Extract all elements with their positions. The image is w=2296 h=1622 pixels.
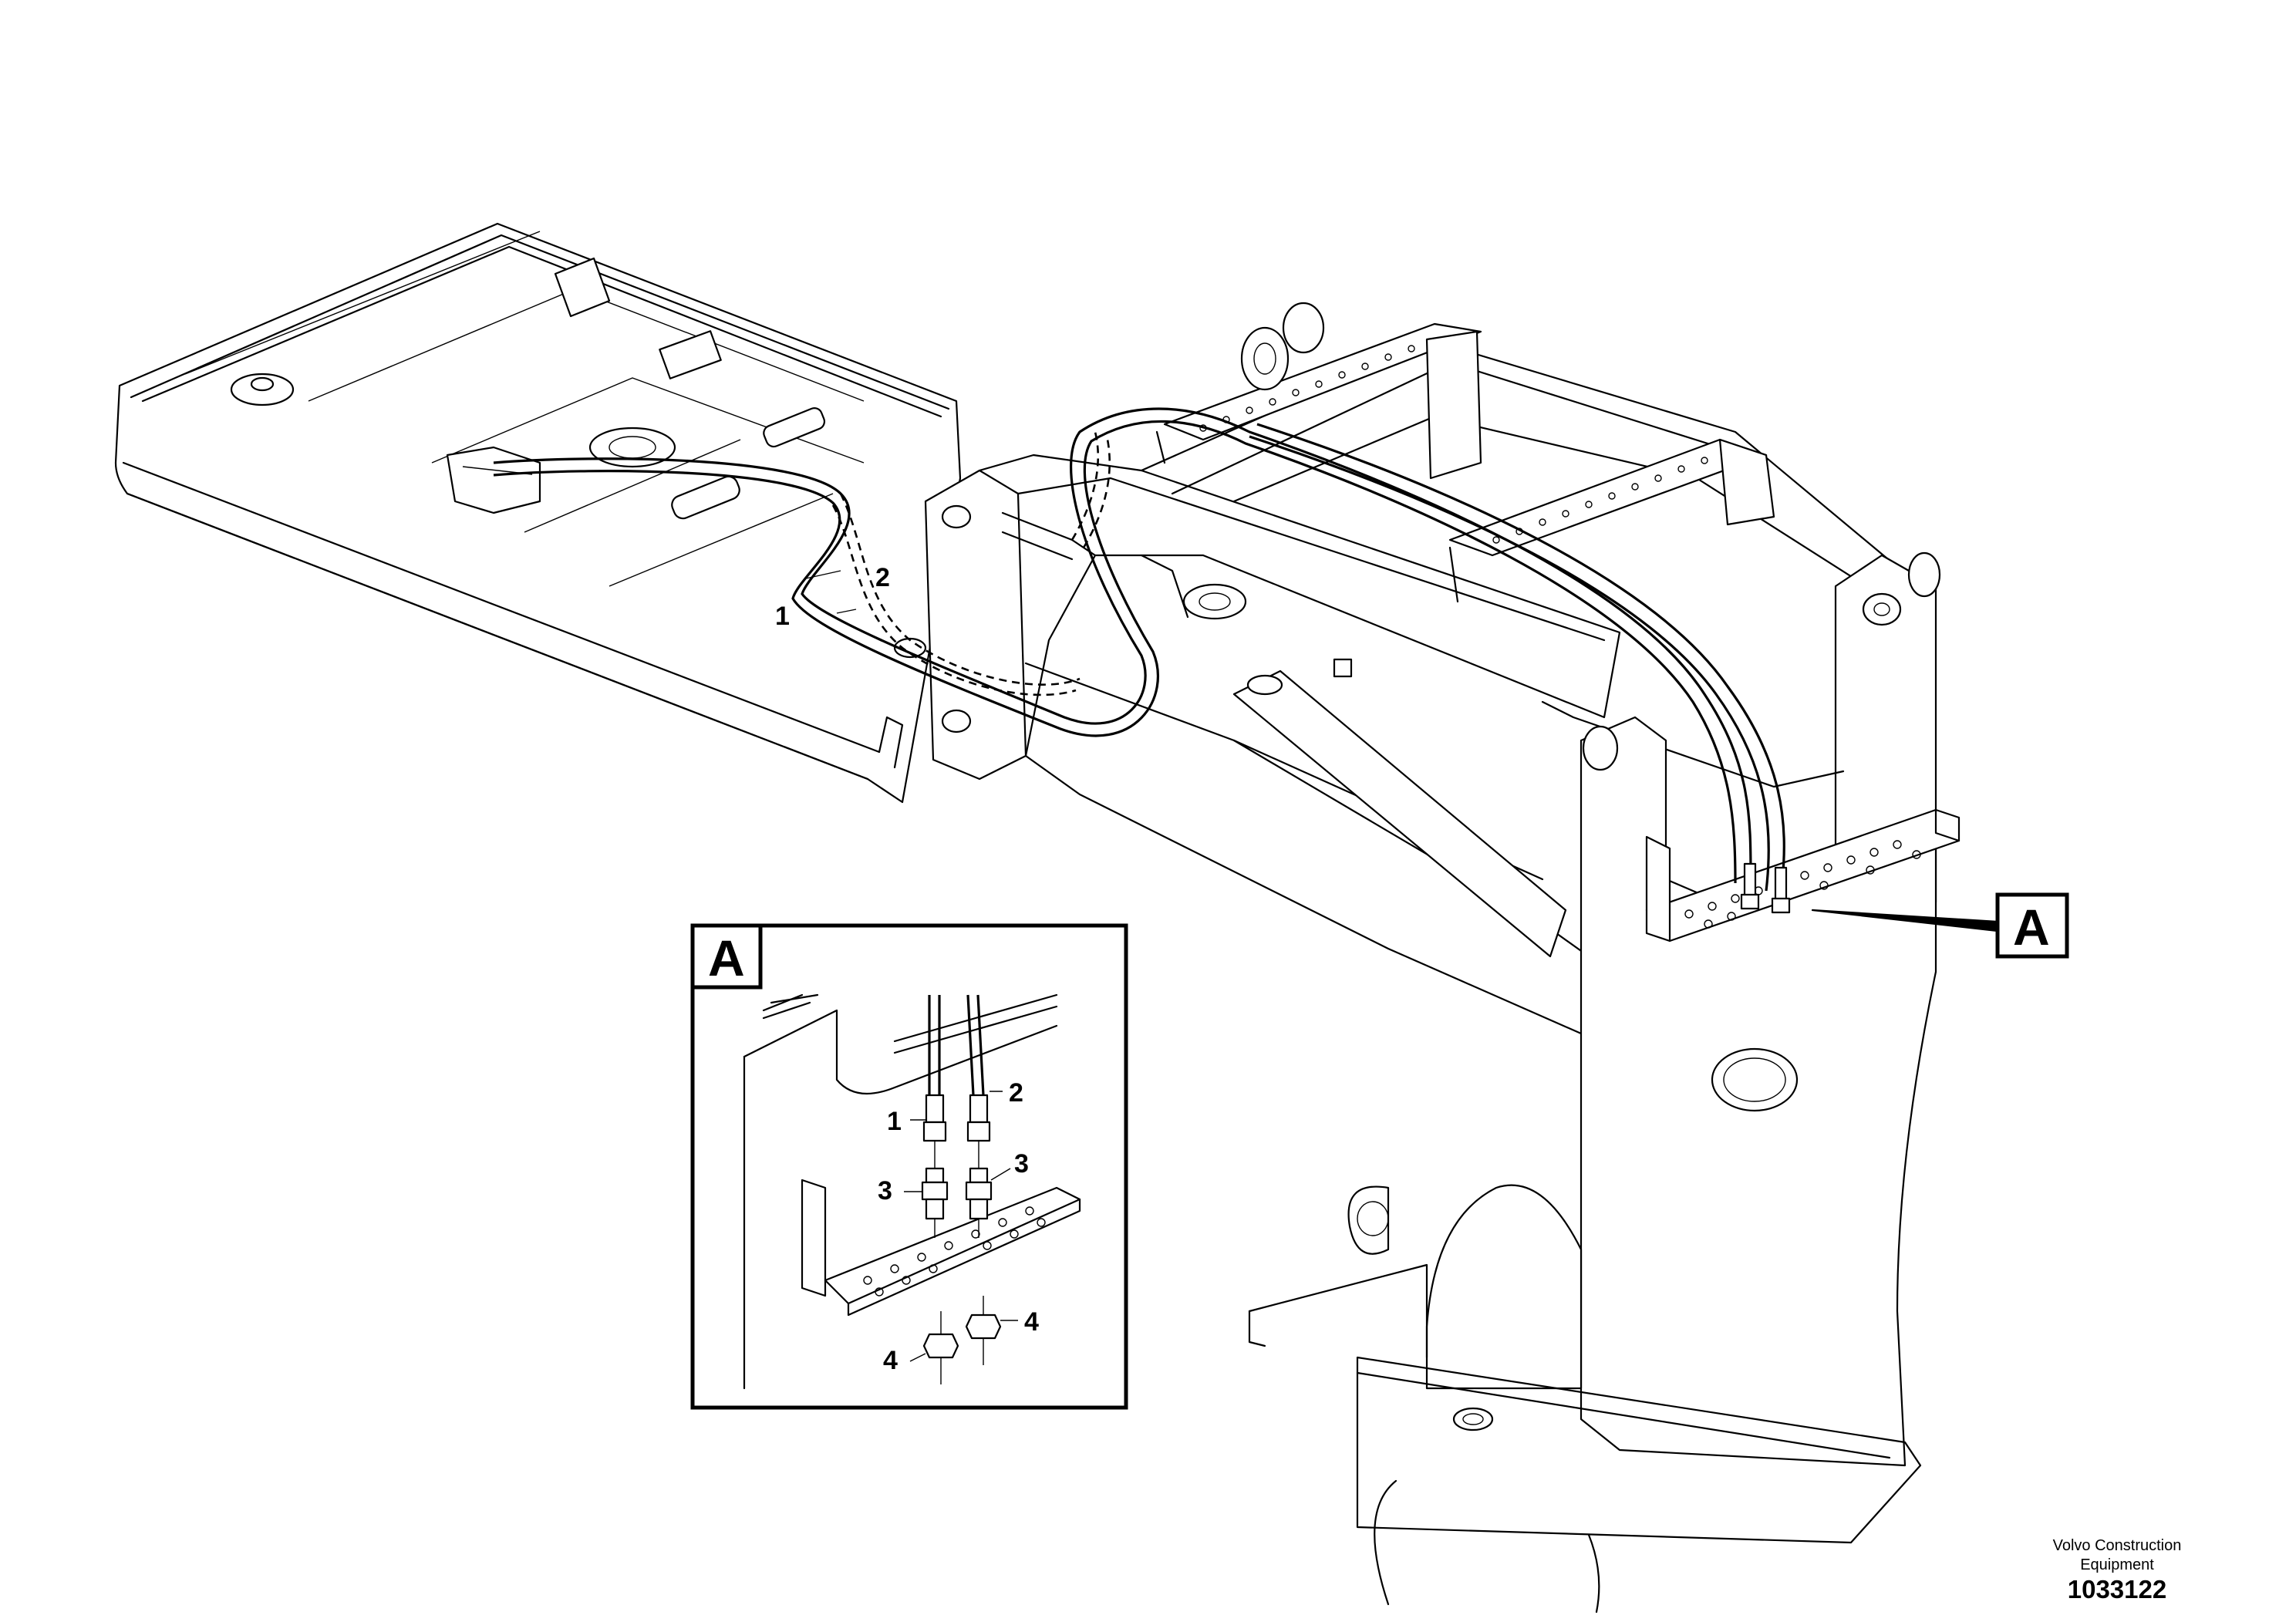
- hole-row-lower: [1492, 457, 1708, 544]
- callout-detail-1: 1: [887, 1107, 902, 1136]
- callout-detail-4-right: 4: [1024, 1307, 1039, 1337]
- carriage-frame: [1140, 302, 1941, 927]
- callout-detail-4-left: 4: [883, 1346, 898, 1375]
- callout-detail-3-right: 3: [1014, 1149, 1029, 1179]
- detail-a-inset: A: [690, 923, 1128, 1410]
- view-a-label: A: [1995, 892, 2069, 959]
- document-number: 1033122: [2067, 1575, 2167, 1603]
- company-line-1: Volvo Construction: [2052, 1537, 2182, 1554]
- upper-frame: [114, 222, 962, 804]
- callout-detail-2: 2: [1009, 1078, 1023, 1108]
- inset-plate-holes: [863, 1206, 1046, 1297]
- company-caption: Volvo Construction Equipment: [1967, 1536, 2267, 1575]
- svg-text:A: A: [2013, 899, 2050, 956]
- callout-detail-3-left: 3: [878, 1176, 892, 1206]
- boom-arm: [924, 454, 1621, 1035]
- callout-main-2: 2: [875, 563, 890, 592]
- callout-main-1: 1: [775, 602, 790, 631]
- detail-a-label: A: [708, 929, 745, 986]
- hose-assembly: [493, 407, 1791, 914]
- company-line-2: Equipment: [2080, 1556, 2154, 1573]
